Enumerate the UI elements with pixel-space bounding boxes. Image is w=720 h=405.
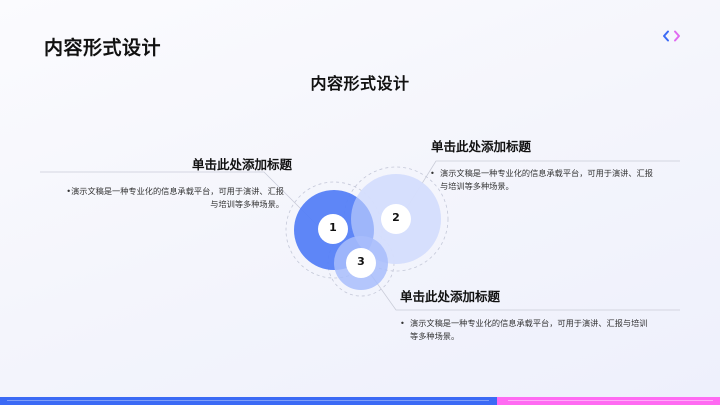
diagram-title: 内容形式设计 (310, 74, 410, 93)
item-2-title[interactable]: 单击此处添加标题 (431, 139, 532, 154)
item-2-text[interactable]: •演示文稿是一种专业化的信息承载平台，可用于演讲、汇报 与培训等多种场景。 (430, 168, 653, 191)
footer-bar-highlight (508, 400, 713, 401)
slide-nav (662, 28, 684, 44)
badge-number-2: 2 (392, 211, 400, 224)
footer-bar-blue (0, 397, 497, 405)
bullet: • (430, 168, 435, 178)
page-title: 内容形式设计 (44, 37, 162, 59)
item-1-text[interactable]: •演示文稿是一种专业化的信息承载平台，可用于演讲、汇报 与培训等多种场景。 (56, 185, 284, 211)
badge-number-3: 3 (357, 255, 365, 268)
footer-bar-pink (497, 397, 720, 405)
chevron-right-icon[interactable] (673, 30, 681, 42)
item-3-text[interactable]: •演示文稿是一种专业化的信息承载平台，可用于演讲、汇报与培训 等多种场景。 (400, 318, 648, 341)
item-1-title[interactable]: 单击此处添加标题 (191, 157, 292, 172)
bullet: • (400, 318, 405, 328)
item-3-title[interactable]: 单击此处添加标题 (400, 289, 501, 304)
chevron-left-icon[interactable] (662, 30, 670, 42)
bullet: • (66, 186, 72, 196)
badge-number-1: 1 (329, 221, 337, 234)
footer-bar-highlight (7, 400, 489, 401)
